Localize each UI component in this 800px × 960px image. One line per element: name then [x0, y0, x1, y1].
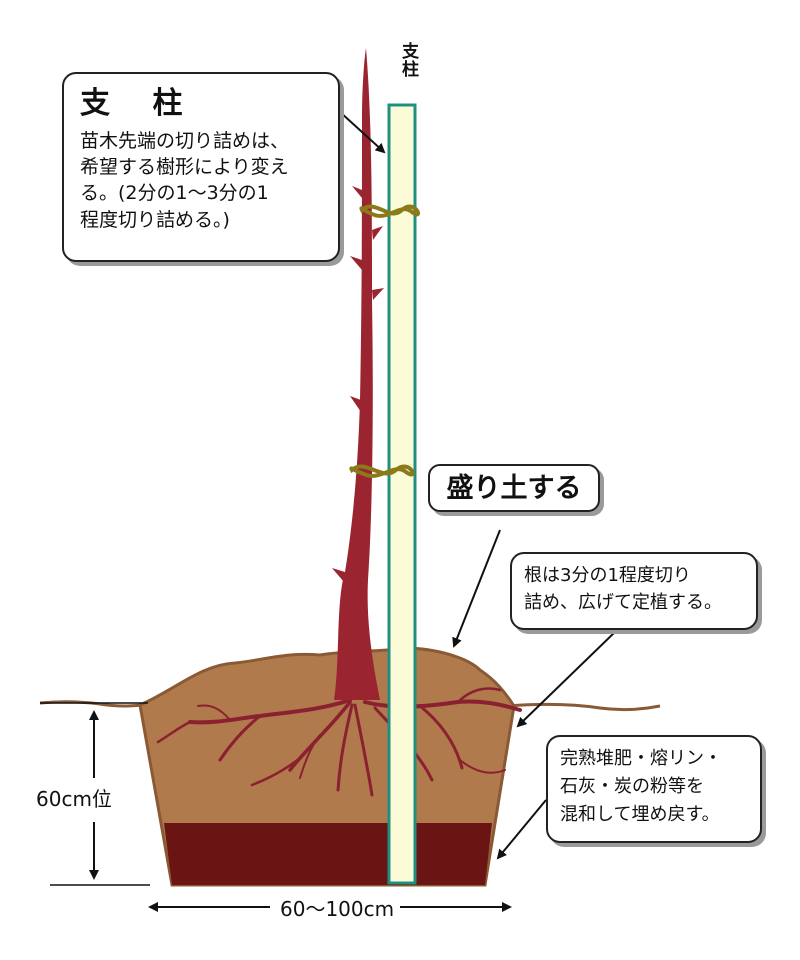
seedling-trunk — [334, 48, 380, 700]
stake — [387, 103, 417, 885]
stake-label: 支柱 — [398, 42, 418, 78]
stake-callout-body: 苗木先端の切り詰めは、 希望する樹形により変え る。(2分の1〜3分の1 程度切… — [80, 130, 290, 231]
depth-label: 60cm位 — [30, 783, 118, 812]
pointer-backfill — [496, 799, 547, 860]
trunk-buds — [332, 186, 384, 582]
stake-callout: 支 柱 苗木先端の切り詰めは、 希望する樹形により変え る。(2分の1〜3分の1… — [62, 72, 340, 262]
bottom-compost-layer — [164, 823, 492, 885]
ground-line — [39, 700, 149, 708]
mound-callout: 盛り土する — [428, 464, 600, 512]
pointer-roots — [516, 631, 616, 728]
pointer-mound — [452, 529, 501, 648]
figure-eight-tie-icon — [359, 204, 420, 218]
ground-line-right — [505, 702, 661, 712]
width-label: 60〜100cm — [274, 893, 401, 922]
roots-callout: 根は3分の1程度切り 詰め、広げて定植する。 — [510, 552, 758, 630]
backfill-callout: 完熟堆肥・熔リン・ 石灰・炭の粉等を 混和して埋め戻す。 — [546, 735, 762, 843]
stake-callout-title: 支 柱 — [80, 86, 199, 121]
figure-eight-tie-icon — [349, 464, 415, 478]
pointer-stake-tip — [339, 111, 386, 154]
